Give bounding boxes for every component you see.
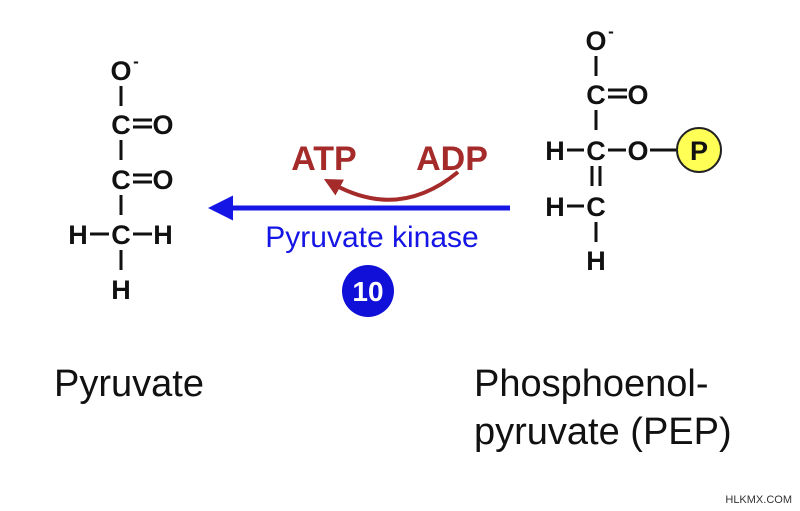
pyr-charge: - xyxy=(133,52,139,71)
cofactor-curved-arrow xyxy=(323,170,460,202)
enzyme-label: Pyruvate kinase xyxy=(265,221,478,254)
pyr-atom-h-right: H xyxy=(153,220,173,250)
phosphate-circle xyxy=(676,127,722,173)
pep-atom-h-bottom: H xyxy=(586,246,606,276)
pyr-atom-c2: C xyxy=(111,165,131,195)
pep-atom-o-minus: O xyxy=(585,26,606,56)
pyr-atom-h-left: H xyxy=(68,220,88,250)
pyr-atom-o-minus: O xyxy=(110,56,131,86)
pyr-atom-o2: O xyxy=(152,165,173,195)
pyr-atom-c1: C xyxy=(111,110,131,140)
adp-label: ADP xyxy=(416,140,488,178)
watermark: HLKMX.COM xyxy=(725,494,792,506)
pep-atom-c3: C xyxy=(586,192,606,222)
pep-atom-o1: O xyxy=(627,80,648,110)
pep-atom-o-link: O xyxy=(627,136,648,166)
reaction-arrow-group: ATP ADP Pyruvate kinase 10 xyxy=(208,140,510,317)
pep-structure: O - C O H C O P H C H xyxy=(545,22,722,276)
pep-atom-c1: C xyxy=(586,80,606,110)
pep-name-line1: Phosphoenol- xyxy=(474,363,709,405)
pyruvate-structure: O - C O C O H C H H xyxy=(68,52,173,305)
pep-atom-h-left: H xyxy=(545,136,565,166)
pep-charge: - xyxy=(608,22,614,41)
pep-atom-h-left2: H xyxy=(545,192,565,222)
atp-label: ATP xyxy=(291,140,356,178)
pep-atom-phosphate: P xyxy=(690,136,708,166)
step-number: 10 xyxy=(352,276,383,307)
pyr-atom-h-bottom: H xyxy=(111,275,131,305)
step-badge xyxy=(342,265,394,317)
pep-name-line2: pyruvate (PEP) xyxy=(474,411,732,453)
pyruvate-name: Pyruvate xyxy=(54,363,204,405)
pyr-atom-o1: O xyxy=(152,110,173,140)
pyr-atom-c3: C xyxy=(111,220,131,250)
pep-atom-c2: C xyxy=(586,136,606,166)
